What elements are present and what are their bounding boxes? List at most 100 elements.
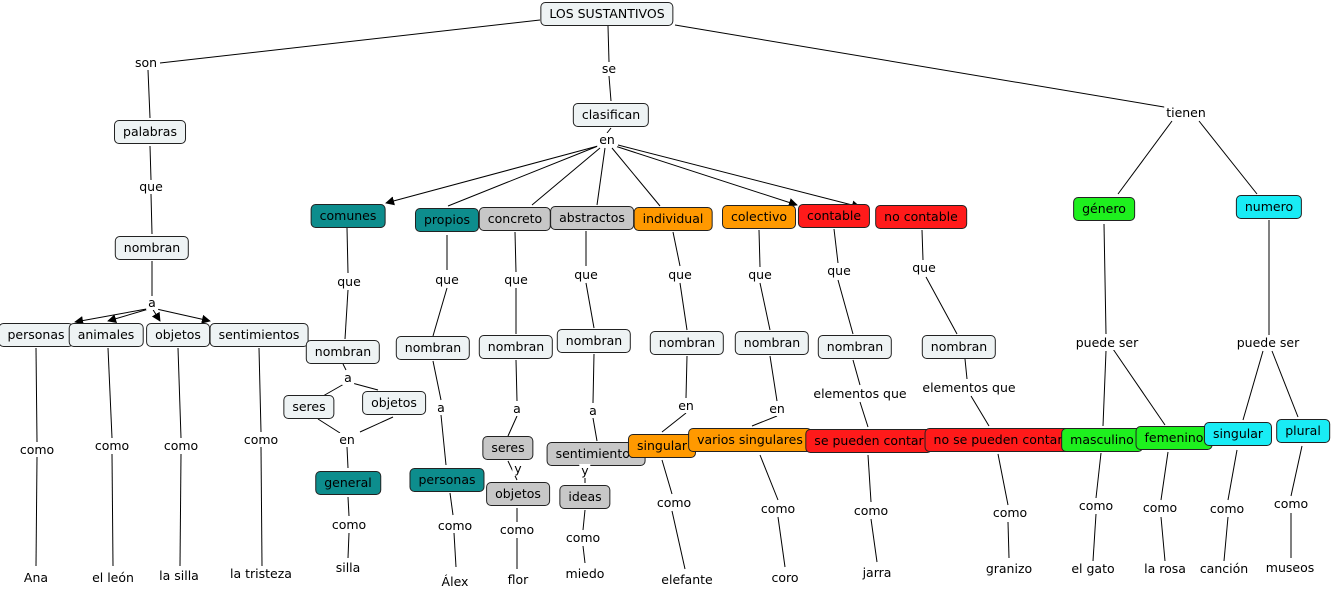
node-objetos[interactable]: objetos bbox=[146, 323, 210, 347]
node-nombran[interactable]: nombran bbox=[114, 236, 190, 260]
node-abstractos[interactable]: abstractos bbox=[550, 206, 634, 230]
link-a-comunes: a bbox=[342, 370, 354, 385]
link-puede-ser-numero: puede ser bbox=[1234, 335, 1302, 350]
link-que-comunes: que bbox=[335, 274, 363, 289]
link-se: se bbox=[599, 61, 619, 76]
link-son: son bbox=[132, 55, 160, 70]
link-como-masculino: como bbox=[1076, 498, 1116, 513]
link-que-individual: que bbox=[666, 267, 694, 282]
example-ana: Ana bbox=[21, 570, 51, 585]
link-como-objetos: como bbox=[161, 438, 201, 453]
node-nombran-abstractos[interactable]: nombran bbox=[556, 329, 632, 353]
link-que-propios: que bbox=[433, 272, 461, 287]
link-y-concreto: y bbox=[512, 461, 524, 476]
example-flor: flor bbox=[505, 572, 531, 587]
example-silla: silla bbox=[333, 560, 363, 575]
link-como-abstractos: como bbox=[563, 530, 603, 545]
link-como-personas: como bbox=[17, 442, 57, 457]
node-nombran-comunes[interactable]: nombran bbox=[305, 340, 381, 364]
node-plural[interactable]: plural bbox=[1276, 419, 1330, 443]
link-elementos-que-no-contable: elementos que bbox=[920, 380, 1018, 395]
link-elementos-que-contable: elementos que bbox=[811, 386, 909, 401]
root-node[interactable]: LOS SUSTANTIVOS bbox=[540, 2, 674, 26]
node-nombran-individual[interactable]: nombran bbox=[649, 331, 725, 355]
node-clasifican[interactable]: clasifican bbox=[572, 103, 650, 127]
link-como-individual: como bbox=[654, 495, 694, 510]
link-que-concreto: que bbox=[502, 272, 530, 287]
link-a-concreto: a bbox=[511, 401, 523, 416]
node-contable[interactable]: contable bbox=[797, 204, 871, 228]
node-animales[interactable]: animales bbox=[68, 323, 144, 347]
link-como-femenino: como bbox=[1140, 500, 1180, 515]
link-en-clasifican: en bbox=[597, 132, 617, 147]
node-concreto[interactable]: concreto bbox=[478, 207, 552, 231]
node-nombran-contable[interactable]: nombran bbox=[817, 335, 893, 359]
example-coro: coro bbox=[769, 570, 801, 585]
link-como-concreto: como bbox=[497, 522, 537, 537]
node-varios-singulares[interactable]: varios singulares bbox=[688, 428, 812, 452]
node-seres-concreto[interactable]: seres bbox=[482, 436, 534, 460]
link-puede-ser-genero: puede ser bbox=[1073, 335, 1141, 350]
node-masculino[interactable]: masculino bbox=[1061, 428, 1143, 452]
link-como-plural: como bbox=[1271, 496, 1311, 511]
link-en-individual: en bbox=[676, 398, 696, 413]
link-tienen: tienen bbox=[1164, 105, 1208, 120]
link-como-colectivo: como bbox=[758, 501, 798, 516]
node-propios[interactable]: propios bbox=[414, 208, 480, 232]
node-objetos-comunes[interactable]: objetos bbox=[362, 391, 426, 415]
link-a-nombran: a bbox=[146, 295, 158, 310]
node-nombran-no-contable[interactable]: nombran bbox=[921, 335, 997, 359]
node-palabras[interactable]: palabras bbox=[114, 120, 186, 144]
example-cancion: canción bbox=[1197, 561, 1251, 576]
node-personas-propios[interactable]: personas bbox=[409, 468, 485, 492]
example-la-silla: la silla bbox=[157, 568, 201, 583]
example-granizo: granizo bbox=[983, 561, 1035, 576]
node-nombran-propios[interactable]: nombran bbox=[395, 336, 471, 360]
link-a-propios: a bbox=[435, 400, 447, 415]
node-sentimientos[interactable]: sentimientos bbox=[209, 323, 309, 347]
link-y-abstractos: y bbox=[579, 463, 591, 478]
link-en-colectivo: en bbox=[767, 401, 787, 416]
link-como-animales: como bbox=[92, 438, 132, 453]
node-colectivo[interactable]: colectivo bbox=[722, 205, 796, 229]
node-no-contable[interactable]: no contable bbox=[875, 205, 967, 229]
link-como-sentimientos: como bbox=[241, 432, 281, 447]
example-miedo: miedo bbox=[563, 566, 607, 581]
link-que-contable: que bbox=[825, 263, 853, 278]
link-que-palabras: que bbox=[137, 179, 165, 194]
link-en-comunes: en bbox=[337, 432, 357, 447]
node-seres-comunes[interactable]: seres bbox=[283, 395, 335, 419]
link-a-abstractos: a bbox=[587, 403, 599, 418]
example-el-leon: el león bbox=[90, 570, 136, 585]
node-objetos-concreto[interactable]: objetos bbox=[486, 482, 550, 506]
example-museos: museos bbox=[1263, 560, 1317, 575]
node-singular-numero[interactable]: singular bbox=[1203, 422, 1273, 446]
node-nombran-colectivo[interactable]: nombran bbox=[734, 331, 810, 355]
node-nombran-concreto[interactable]: nombran bbox=[478, 335, 554, 359]
node-singular-individual[interactable]: singular bbox=[627, 434, 697, 458]
example-la-rosa: la rosa bbox=[1142, 561, 1188, 576]
node-ideas[interactable]: ideas bbox=[559, 485, 611, 509]
node-genero[interactable]: género bbox=[1073, 197, 1135, 221]
link-que-colectivo: que bbox=[746, 267, 774, 282]
node-se-pueden-contar[interactable]: se pueden contar bbox=[805, 429, 933, 453]
link-como-contable: como bbox=[851, 503, 891, 518]
example-jarra: jarra bbox=[860, 565, 894, 580]
link-que-abstractos: que bbox=[572, 267, 600, 282]
node-general[interactable]: general bbox=[315, 471, 381, 495]
node-individual[interactable]: individual bbox=[633, 207, 713, 231]
link-como-propios: como bbox=[435, 518, 475, 533]
node-comunes[interactable]: comunes bbox=[310, 204, 386, 228]
link-como-singular: como bbox=[1207, 501, 1247, 516]
node-femenino[interactable]: femenino bbox=[1135, 426, 1213, 450]
link-que-no-contable: que bbox=[910, 260, 938, 275]
example-elefante: elefante bbox=[659, 572, 715, 587]
node-numero[interactable]: numero bbox=[1235, 195, 1303, 219]
link-como-no-contable: como bbox=[990, 505, 1030, 520]
example-la-tristeza: la tristeza bbox=[228, 566, 294, 581]
node-personas[interactable]: personas bbox=[0, 323, 74, 347]
example-el-gato: el gato bbox=[1069, 561, 1117, 576]
node-no-se-pueden-contar[interactable]: no se pueden contar bbox=[924, 428, 1072, 452]
